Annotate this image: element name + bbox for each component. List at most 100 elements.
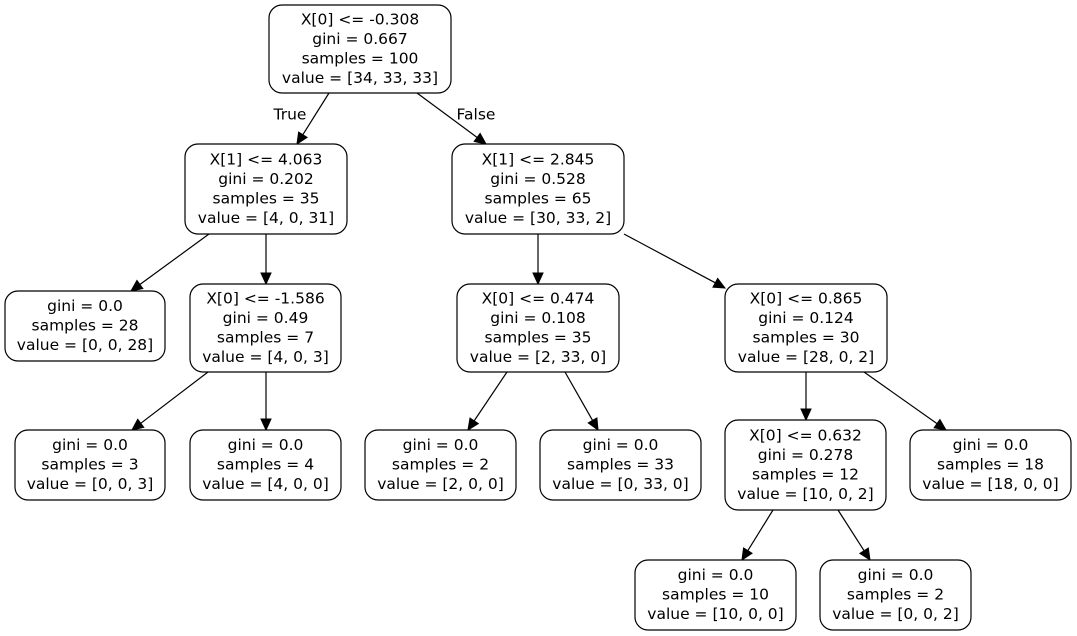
node-box (451, 143, 625, 235)
edge-line (747, 509, 774, 551)
node-text-line: value = [0, 0, 28] (17, 336, 153, 354)
node-box (268, 4, 452, 94)
node-text-line: samples = 18 (937, 456, 1044, 474)
node-box (539, 429, 702, 501)
node-box (364, 429, 517, 501)
node-text-line: samples = 65 (485, 189, 592, 207)
node-text-line: samples = 10 (662, 586, 769, 604)
node-text-line: gini = 0.0 (678, 566, 754, 584)
node-text-line: gini = 0.0 (583, 436, 659, 454)
node-text-line: value = [30, 33, 2] (465, 209, 611, 227)
edge-n3-n5 (260, 372, 272, 432)
node-text-line: X[1] <= 4.063 (210, 150, 323, 168)
node-box (456, 283, 620, 373)
node-text-line: value = [18, 0, 0] (922, 475, 1058, 493)
edge-line (623, 233, 716, 284)
node-box (189, 429, 342, 501)
edge-line (837, 509, 865, 552)
arrow-head (532, 272, 544, 286)
edges-layer: True False (130, 92, 947, 562)
edge-line (564, 371, 594, 421)
node-text-line: value = [4, 0, 3] (202, 348, 329, 366)
node-text-line: value = [4, 0, 31] (198, 209, 334, 227)
edge-line (473, 371, 508, 422)
node-text-line: samples = 30 (753, 328, 860, 346)
arrow-head (131, 418, 145, 431)
node-text-line: value = [10, 0, 2] (737, 485, 873, 503)
edge-label-true: True (273, 106, 307, 124)
node-text-line: value = [10, 0, 0] (647, 605, 783, 623)
node-text-line: gini = 0.0 (228, 436, 304, 454)
node-text-line: samples = 35 (213, 189, 320, 207)
node-text-line: value = [4, 0, 0] (202, 475, 329, 493)
node-text-line: gini = 0.0 (52, 436, 128, 454)
node-text-line: gini = 0.0 (858, 566, 934, 584)
arrow-head (712, 277, 727, 289)
node-box (4, 290, 166, 362)
edge-line (863, 371, 938, 425)
node-text-line: gini = 0.0 (953, 436, 1029, 454)
node-box (724, 283, 888, 373)
node-text-line: value = [2, 33, 0] (470, 348, 606, 366)
node-text-line: value = [34, 33, 33] (282, 69, 438, 87)
edge-n11-n13 (837, 509, 871, 562)
arrow-head (473, 132, 487, 145)
arrow-head (741, 547, 753, 562)
node-text-line: value = [28, 0, 2] (738, 348, 874, 366)
node-text-line: gini = 0.108 (490, 309, 586, 327)
node-text-line: samples = 100 (302, 49, 419, 67)
arrow-head (800, 408, 812, 422)
node-text-line: X[0] <= -0.308 (301, 10, 419, 28)
edge-n1-n3 (260, 234, 272, 286)
node-text-line: samples = 12 (752, 465, 859, 483)
node-text-line: gini = 0.202 (218, 170, 314, 188)
node-text-line: value = [0, 0, 3] (27, 475, 154, 493)
node-text-line: X[0] <= 0.865 (750, 289, 863, 307)
node-text-line: samples = 4 (217, 456, 314, 474)
arrow-head (858, 547, 871, 562)
edge-n7-n8 (467, 371, 508, 432)
node-box (184, 143, 348, 235)
node-text-line: samples = 7 (217, 328, 314, 346)
node-box (909, 429, 1072, 501)
node-text-line: gini = 0.528 (490, 170, 586, 188)
edge-line (140, 371, 209, 424)
edge-label-false: False (457, 106, 496, 124)
node-text-line: gini = 0.124 (758, 309, 854, 327)
arrow-head (260, 272, 272, 286)
edge-n6-n7 (532, 234, 544, 286)
node-text-line: X[0] <= 0.632 (749, 426, 862, 444)
edge-n1-n2 (130, 233, 210, 292)
node-text-line: gini = 0.667 (312, 30, 408, 48)
arrow-head (467, 417, 480, 432)
node-text-line: value = [2, 0, 0] (377, 475, 504, 493)
edge-n3-n4 (131, 371, 209, 431)
edge-n7-n9 (564, 371, 599, 432)
node-box (724, 419, 887, 511)
arrow-head (587, 417, 599, 432)
edge-line (139, 233, 210, 285)
node-box (189, 283, 342, 373)
node-text-line: X[1] <= 2.845 (482, 150, 595, 168)
node-text-line: samples = 2 (392, 456, 489, 474)
edge-line (416, 92, 478, 138)
arrow-head (296, 131, 309, 146)
node-text-line: samples = 33 (567, 456, 674, 474)
node-text-line: samples = 2 (847, 586, 944, 604)
node-text-line: gini = 0.0 (403, 436, 479, 454)
edge-n0-n6: False (416, 92, 496, 145)
